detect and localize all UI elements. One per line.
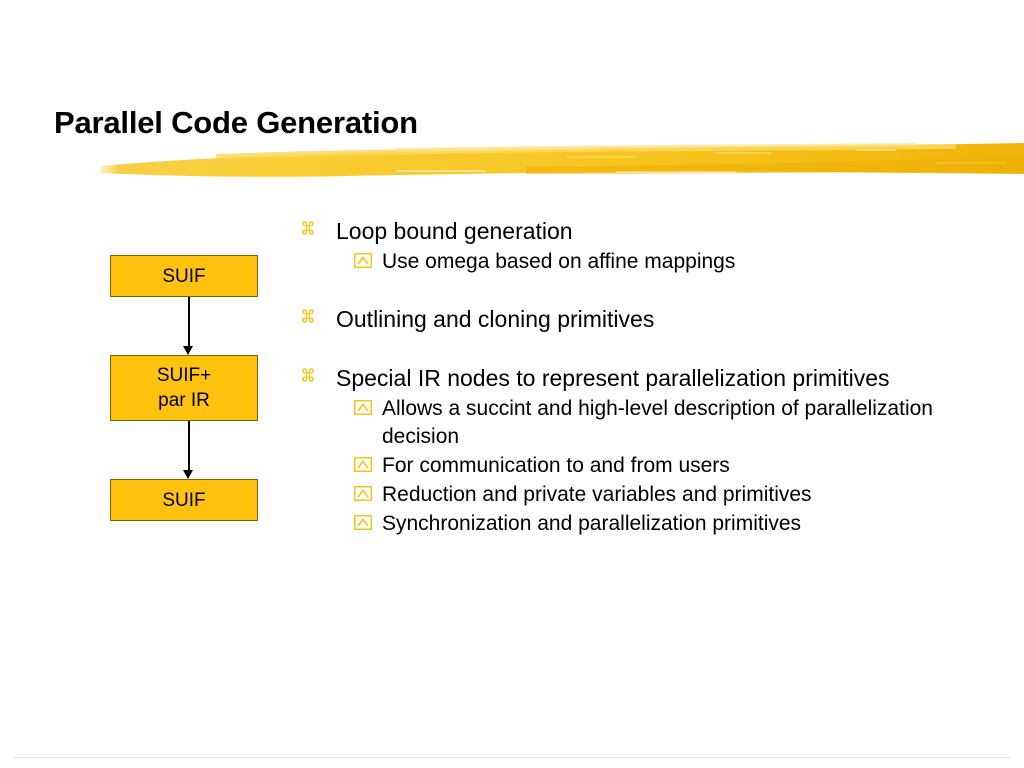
bullet-label: Synchronization and parallelization prim… [382, 512, 802, 535]
flow-box-suif-bottom[interactable]: SUIF [110, 479, 258, 521]
brush-stroke-icon [96, 140, 1024, 188]
flow-box-suif-par-ir[interactable]: SUIF+ par IR [110, 355, 258, 421]
arrow-stem [188, 421, 190, 471]
bullet-item-level2: Reduction and private variables and prim… [296, 481, 996, 509]
bullet-item-level2: Allows a succint and high-level descript… [296, 395, 996, 451]
bullet-label: Reduction and private variables and prim… [382, 483, 812, 506]
bullet-group-spacer [296, 277, 996, 304]
arrow-stem [188, 297, 190, 347]
flow-box-label-line2: par IR [158, 390, 210, 411]
flow-box-suif-top[interactable]: SUIF [110, 255, 258, 297]
arrow-head-icon [183, 346, 193, 355]
bullet-label: For communication to and from users [382, 454, 730, 477]
bullet-item-level2: Use omega based on affine mappings [296, 248, 996, 276]
bullet-label: Use omega based on affine mappings [382, 250, 736, 273]
bullet-item-level1: Special IR nodes to represent paralleliz… [296, 363, 996, 393]
command-glyph-icon [298, 365, 318, 385]
bullet-group-spacer [296, 336, 996, 363]
caret-box-glyph-icon [354, 457, 372, 472]
flow-box-label: SUIF [162, 265, 206, 287]
flow-arrow-middle-to-bottom [183, 421, 195, 479]
page-title: Parallel Code Generation [54, 105, 418, 140]
command-glyph-icon [298, 306, 318, 326]
bullet-label: Allows a succint and high-level descript… [382, 397, 933, 448]
bullet-label: Loop bound generation [336, 218, 573, 244]
bullet-item-level2: Synchronization and parallelization prim… [296, 510, 996, 538]
caret-box-glyph-icon [354, 486, 372, 501]
flow-box-label: SUIF [162, 489, 206, 511]
brush-stroke-decoration [96, 140, 1024, 188]
command-glyph-icon [298, 218, 318, 238]
bullet-item-level1: Loop bound generation [296, 216, 996, 246]
caret-box-glyph-icon [354, 400, 372, 415]
bullet-label: Outlining and cloning primitives [336, 306, 655, 332]
caret-box-glyph-icon [354, 253, 372, 268]
flow-arrow-top-to-middle [183, 297, 195, 355]
bullet-item-level2: For communication to and from users [296, 452, 996, 480]
footer-divider [14, 757, 1010, 758]
bullet-content: Loop bound generation Use omega based on… [296, 216, 996, 539]
flow-box-label-line1: SUIF+ [156, 365, 212, 386]
bullet-label: Special IR nodes to represent paralleliz… [336, 365, 890, 391]
arrow-head-icon [183, 470, 193, 479]
flow-diagram: SUIF SUIF+ par IR SUIF [110, 255, 262, 525]
caret-box-glyph-icon [354, 515, 372, 530]
bullet-item-level1: Outlining and cloning primitives [296, 304, 996, 334]
